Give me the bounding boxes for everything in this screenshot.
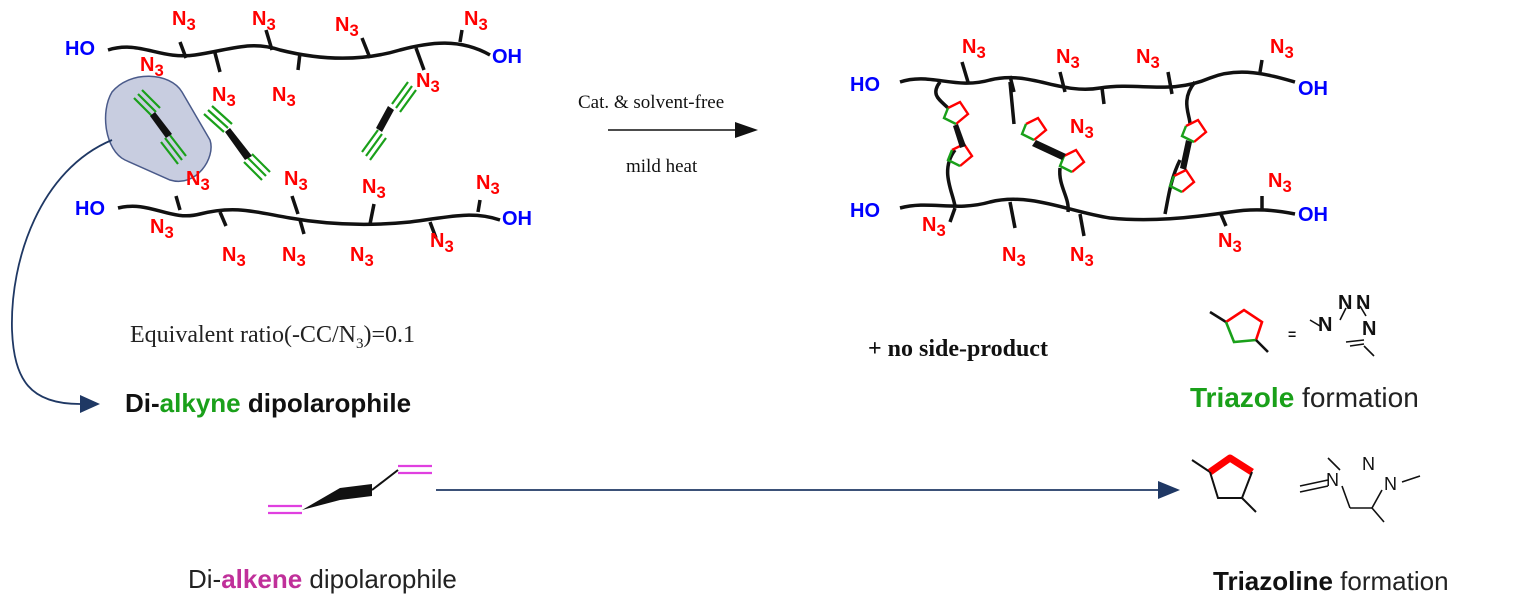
- hydroxyl-label: HO: [75, 198, 105, 220]
- triazole-rings: [942, 100, 1208, 194]
- azide-label: N3: [1070, 116, 1094, 142]
- hydroxyl-label: OH: [492, 46, 522, 68]
- triazoline-atom-n: N: [1384, 474, 1397, 494]
- triazole-atom-n: N: [1362, 318, 1377, 340]
- triazole-formation-label: Triazole formation: [1190, 382, 1419, 413]
- triazoline-formation-label: Triazoline formation: [1213, 566, 1449, 596]
- azide-label: N3: [1070, 244, 1094, 270]
- azide-label: N3: [416, 70, 440, 96]
- azide-label: N3: [1002, 244, 1026, 270]
- triazole-structure: [1309, 305, 1375, 357]
- dialkyne-curved-arrow: [11, 139, 113, 405]
- azide-label: N3: [430, 230, 454, 256]
- azide-label: N3: [252, 8, 276, 34]
- right-polymer-network: [899, 59, 1296, 237]
- triazole-atom-n: N: [1318, 314, 1333, 336]
- hydroxyl-label: HO: [850, 200, 880, 222]
- triazole-legend-ring: [1209, 308, 1269, 353]
- triazole-equals-sign: =: [1288, 326, 1297, 342]
- hydroxyl-label: HO: [850, 74, 880, 96]
- triazole-atom-n: N: [1356, 292, 1371, 314]
- hydroxyl-label: OH: [502, 208, 532, 230]
- dialkene-molecule: [268, 464, 432, 515]
- triazole-ring-4: [1058, 148, 1086, 174]
- dialkene-label: Di-alkene dipolarophile: [188, 564, 457, 594]
- triazoline-legend-ring: [1191, 454, 1257, 513]
- triazole-ring-5: [1180, 118, 1208, 144]
- dialkyne-molecule-3: [361, 81, 417, 161]
- reaction-condition-catalyst: Cat. & solvent-free: [578, 92, 725, 113]
- azide-label: N3: [922, 214, 946, 240]
- azide-label: N3: [350, 244, 374, 270]
- triazoline-atom-n: N: [1326, 470, 1339, 490]
- azide-label: N3: [335, 14, 359, 40]
- triazole-atom-n: N: [1338, 292, 1353, 314]
- triazoline-atom-n: N: [1362, 454, 1375, 474]
- crosslink-wedges: [953, 124, 1192, 170]
- azide-label: N3: [1136, 46, 1160, 72]
- dialkene-arrowhead: [1158, 481, 1180, 499]
- azide-label: N3: [476, 172, 500, 198]
- dialkyne-molecule-1: [133, 89, 187, 165]
- triazoline-structure: [1299, 457, 1421, 523]
- reaction-arrowhead: [735, 122, 758, 138]
- dialkyne-arrowhead: [80, 395, 100, 413]
- no-side-product-text: + no side-product: [868, 336, 1048, 362]
- azide-label: N3: [1218, 230, 1242, 256]
- azide-label: N3: [1268, 170, 1292, 196]
- azide-label: N3: [172, 8, 196, 34]
- dialkyne-highlight-pad: [104, 75, 212, 183]
- left-polymer-chains: [107, 29, 501, 239]
- azide-label: N3: [1056, 46, 1080, 72]
- hydroxyl-label: OH: [1298, 78, 1328, 100]
- azide-label: N3: [282, 244, 306, 270]
- triazole-ring-3: [1020, 116, 1048, 142]
- azide-label: N3: [962, 36, 986, 62]
- reaction-condition-heat: mild heat: [626, 156, 698, 177]
- azide-label: N3: [150, 216, 174, 242]
- azide-label: N3: [222, 244, 246, 270]
- triazole-ring-2: [946, 142, 974, 168]
- azide-label: N3: [284, 168, 308, 194]
- azide-label: N3: [140, 54, 164, 80]
- equivalent-ratio-text: Equivalent ratio(-CC/N3)=0.1: [130, 322, 415, 352]
- azide-label: N3: [1270, 36, 1294, 62]
- azide-label: N3: [362, 176, 386, 202]
- azide-label: N3: [212, 84, 236, 110]
- dialkyne-label: Di-alkyne dipolarophile: [125, 388, 412, 418]
- hydroxyl-label: OH: [1298, 204, 1328, 226]
- azide-label: N3: [186, 168, 210, 194]
- azide-label: N3: [464, 8, 488, 34]
- dialkyne-molecule-2: [203, 105, 271, 181]
- azide-label: N3: [272, 84, 296, 110]
- triazole-ring-1: [942, 100, 970, 126]
- hydroxyl-label: HO: [65, 38, 95, 60]
- triazole-ring-6: [1168, 168, 1196, 194]
